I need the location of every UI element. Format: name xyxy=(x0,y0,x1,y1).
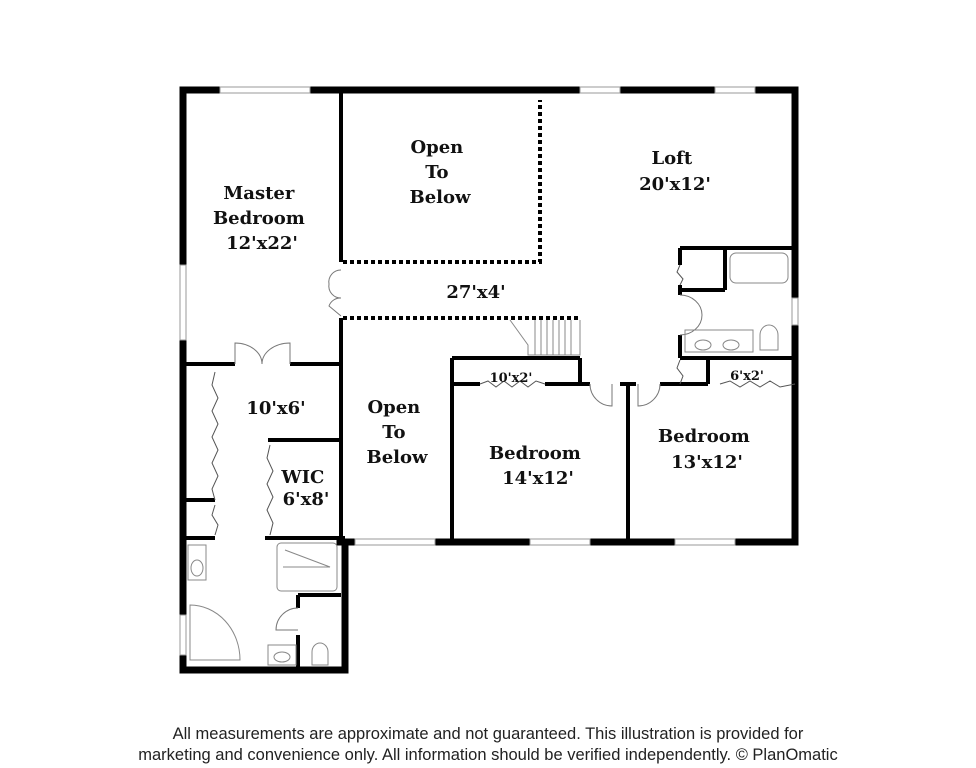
interior-walls xyxy=(186,92,795,668)
disclaimer-line-2: marketing and convenience only. All info… xyxy=(138,746,838,764)
room-label-master-bedroom: Master Bedroom 12'x22' xyxy=(213,183,311,254)
room-label-loft: Loft 20'x12' xyxy=(639,148,711,195)
room-label-bedroom-3: Bedroom 13'x12' xyxy=(658,426,756,473)
room-label-wic: WIC 6'x8' xyxy=(280,467,330,510)
room-label-closet-3: 6'x2' xyxy=(730,369,764,384)
room-label-open-to-below-mid: Open To Below xyxy=(366,397,428,468)
bathtub xyxy=(729,252,789,284)
swing-doors xyxy=(234,269,703,631)
room-label-hallway: 27'x4' xyxy=(446,282,505,303)
fixtures xyxy=(187,252,789,666)
room-label-closet-2: 10'x2' xyxy=(490,371,533,386)
shower xyxy=(276,542,338,592)
bifold-doors xyxy=(211,264,796,536)
room-label-open-to-below-top: Open To Below xyxy=(409,137,471,208)
vanity xyxy=(684,329,754,353)
open-to-below-railings xyxy=(343,100,580,320)
stairs xyxy=(509,319,581,356)
room-label-bedroom-2: Bedroom 14'x12' xyxy=(489,443,587,489)
windows xyxy=(179,86,799,656)
room-label-bath-hall: 10'x6' xyxy=(246,398,305,419)
corner-tub xyxy=(189,604,241,661)
disclaimer: All measurements are approximate and not… xyxy=(0,724,976,766)
disclaimer-line-1: All measurements are approximate and not… xyxy=(172,725,804,743)
toilet xyxy=(759,324,779,351)
